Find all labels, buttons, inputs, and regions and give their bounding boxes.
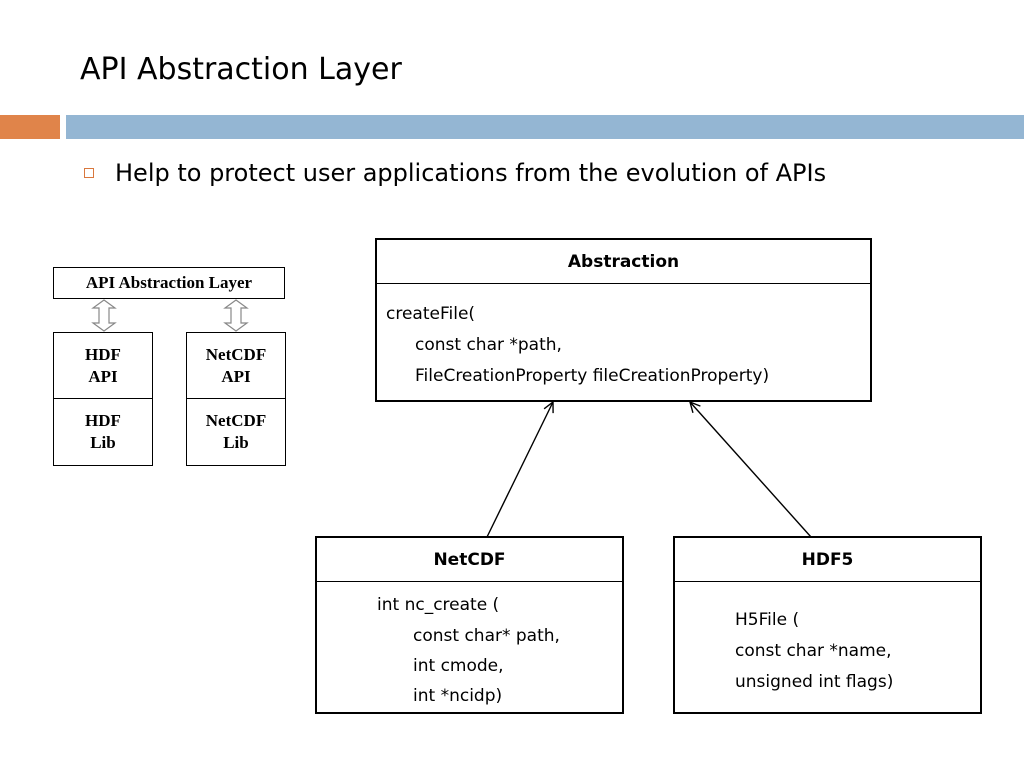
netcdf-class-body: int nc_create ( const char* path, int cm… <box>317 582 622 712</box>
code-line: FileCreationProperty fileCreationPropert… <box>415 366 770 386</box>
code-line: H5File ( <box>735 610 800 630</box>
code-line: unsigned int flags) <box>735 672 894 692</box>
api-abstraction-layer-box: API Abstraction Layer <box>53 267 285 299</box>
netcdf-to-abstraction-arrow <box>486 402 553 538</box>
hdf5-class-name: HDF5 <box>675 538 980 582</box>
netcdf-stack: NetCDF API NetCDF Lib <box>186 332 286 466</box>
code-line: int cmode, <box>413 656 504 676</box>
code-line: int nc_create ( <box>377 595 500 615</box>
accent-bar-orange <box>0 115 60 139</box>
code-line: const char *path, <box>415 335 562 355</box>
accent-bar-blue <box>66 115 1024 139</box>
hdf-api-cell: HDF API <box>54 333 152 399</box>
double-arrow-icon <box>91 299 117 332</box>
square-bullet-icon <box>84 168 94 178</box>
netcdf-api-cell: NetCDF API <box>187 333 285 399</box>
netcdf-lib-cell: NetCDF Lib <box>205 411 267 452</box>
code-line: createFile( <box>386 304 476 324</box>
hdf-stack: HDF API HDF Lib <box>53 332 153 466</box>
netcdf-class-box: NetCDF int nc_create ( const char* path,… <box>315 536 624 714</box>
abstraction-class-box: Abstraction createFile( const char *path… <box>375 238 872 402</box>
slide-title: API Abstraction Layer <box>80 52 402 87</box>
code-line: int *ncidp) <box>413 686 503 706</box>
hdf5-to-abstraction-arrow <box>690 402 812 538</box>
hdf5-class-body: H5File ( const char *name, unsigned int … <box>675 582 980 712</box>
hdf5-class-box: HDF5 H5File ( const char *name, unsigned… <box>673 536 982 714</box>
abstraction-class-name: Abstraction <box>377 240 870 284</box>
hdf-lib-cell: HDF Lib <box>85 411 121 452</box>
bullet-text: Help to protect user applications from t… <box>115 159 827 187</box>
code-line: const char* path, <box>413 626 560 646</box>
abstraction-class-body: createFile( const char *path, FileCreati… <box>377 284 870 400</box>
double-arrow-icon <box>223 299 249 332</box>
netcdf-class-name: NetCDF <box>317 538 622 582</box>
code-line: const char *name, <box>735 641 892 661</box>
